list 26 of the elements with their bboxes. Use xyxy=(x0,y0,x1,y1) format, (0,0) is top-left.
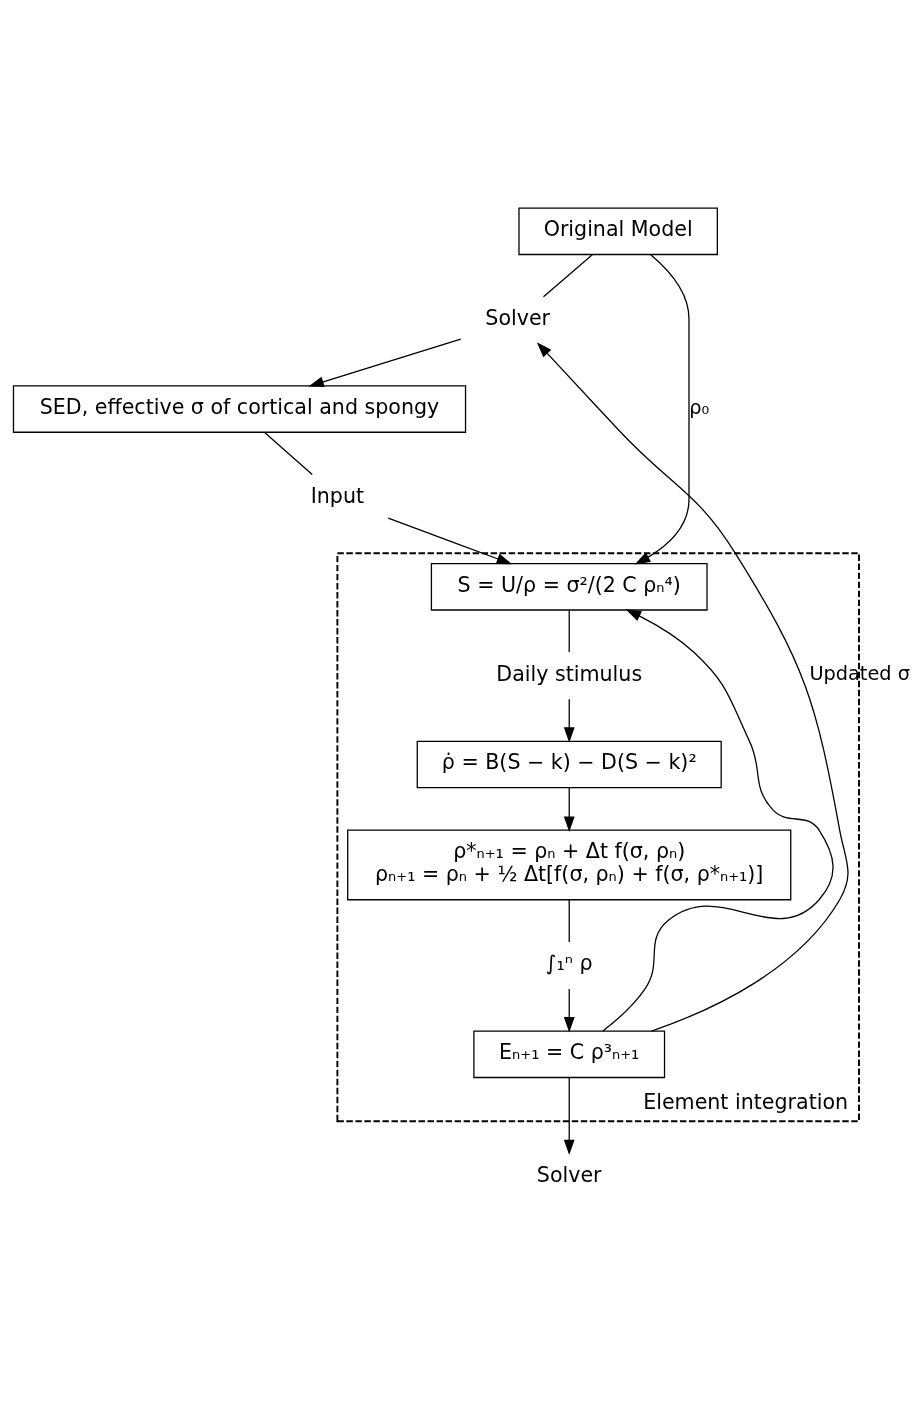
arrow xyxy=(536,342,849,1032)
edge-label: Updated σ xyxy=(809,662,910,686)
connector xyxy=(264,431,313,476)
node-box: Eₙ₊₁ = C ρ³ₙ₊₁ xyxy=(473,1030,666,1079)
node-text: Input xyxy=(310,483,365,508)
arrow xyxy=(602,609,834,1032)
node-box: SED, effective σ of cortical and spongy xyxy=(12,385,467,433)
arrow xyxy=(563,698,575,743)
node-text: Solver xyxy=(485,306,551,331)
node-box: ρ̇ = B(S − k) − D(S − k)² xyxy=(416,740,722,789)
arrow xyxy=(563,1076,575,1156)
connector xyxy=(568,609,570,653)
edge-label: ρ₀ xyxy=(689,395,710,419)
node-text: ∫₁ⁿ ρ xyxy=(545,951,593,976)
node-box: S = U/ρ = σ²/(2 C ρₙ⁴) xyxy=(430,562,708,611)
arrow xyxy=(563,988,575,1033)
node-box: ρ*ₙ₊₁ = ρₙ + Δt f(σ, ρₙ) ρₙ₊₁ = ρₙ + ½ Δt[f(σ, ρₙ) + f(σ, ρ*ₙ₊₁)] xyxy=(347,829,792,901)
connector xyxy=(568,899,570,943)
arrow xyxy=(563,787,575,832)
node-box: Original Model xyxy=(518,207,718,256)
node-text: Solver xyxy=(536,1162,602,1187)
arrow xyxy=(387,517,513,565)
connector xyxy=(542,254,593,298)
node-text: Daily stimulus xyxy=(496,661,643,686)
arrow xyxy=(308,338,462,387)
arrow xyxy=(634,254,690,565)
